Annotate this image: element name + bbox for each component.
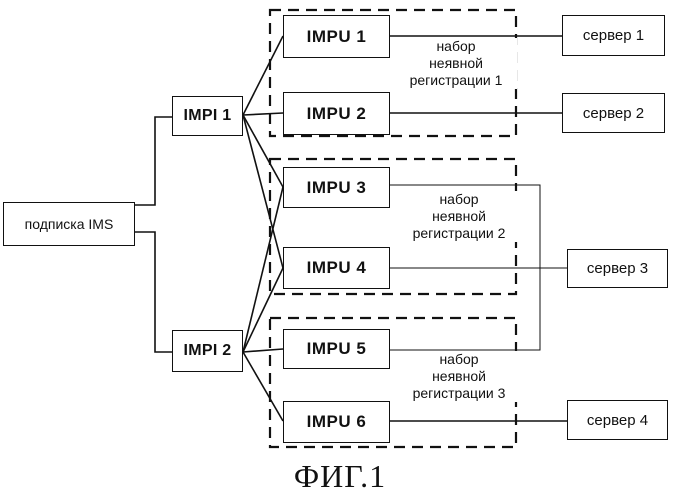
- connector-impi1-impu3: [243, 115, 283, 187]
- server-3-box: сервер 3: [567, 249, 668, 288]
- connector-impi1-impu2: [243, 113, 283, 115]
- server-2-box: сервер 2: [562, 93, 665, 133]
- implicit-set-3-label: набор неявной регистрации 3: [395, 351, 523, 402]
- server-4-label: сервер 4: [587, 412, 648, 429]
- impi-2-box: IMPI 2: [172, 330, 243, 372]
- impu-5-box: IMPU 5: [283, 329, 390, 369]
- implicit-set-2-label: набор неявной регистрации 2: [398, 191, 520, 242]
- impi-1-label: IMPI 1: [183, 107, 231, 125]
- connector-impi1-impu1: [243, 36, 283, 115]
- connector-impi2-impu5: [243, 349, 283, 352]
- impu-3-label: IMPU 3: [307, 178, 367, 198]
- figure-caption: ФИГ.1: [0, 458, 680, 495]
- ims-subscription-box: подписка IMS: [3, 202, 135, 246]
- connector-impi1-impu4: [243, 115, 283, 268]
- impu-3-box: IMPU 3: [283, 167, 390, 208]
- implicit-set-1-label: набор неявной регистрации 1: [395, 38, 517, 89]
- impu-6-label: IMPU 6: [307, 412, 367, 432]
- connector-impi2-impu6: [243, 352, 283, 421]
- impu-1-label: IMPU 1: [307, 27, 367, 47]
- impu-2-box: IMPU 2: [283, 92, 390, 135]
- server-2-label: сервер 2: [583, 105, 644, 122]
- server-4-box: сервер 4: [567, 400, 668, 440]
- ims-subscription-label: подписка IMS: [25, 216, 114, 232]
- connector-sub-impi2: [135, 232, 172, 352]
- connector-sub-impi1: [135, 117, 172, 205]
- connector-impi2-impu4: [243, 268, 283, 352]
- connector-impi2-impu3: [243, 187, 283, 352]
- impu-2-label: IMPU 2: [307, 104, 367, 124]
- impi-2-label: IMPI 2: [183, 342, 231, 360]
- impu-5-label: IMPU 5: [307, 339, 367, 359]
- server-3-label: сервер 3: [587, 260, 648, 277]
- server-1-label: сервер 1: [583, 27, 644, 44]
- impu-6-box: IMPU 6: [283, 401, 390, 443]
- impu-4-label: IMPU 4: [307, 258, 367, 278]
- server-1-box: сервер 1: [562, 15, 665, 56]
- impu-1-box: IMPU 1: [283, 15, 390, 58]
- impu-4-box: IMPU 4: [283, 247, 390, 289]
- impi-1-box: IMPI 1: [172, 96, 243, 136]
